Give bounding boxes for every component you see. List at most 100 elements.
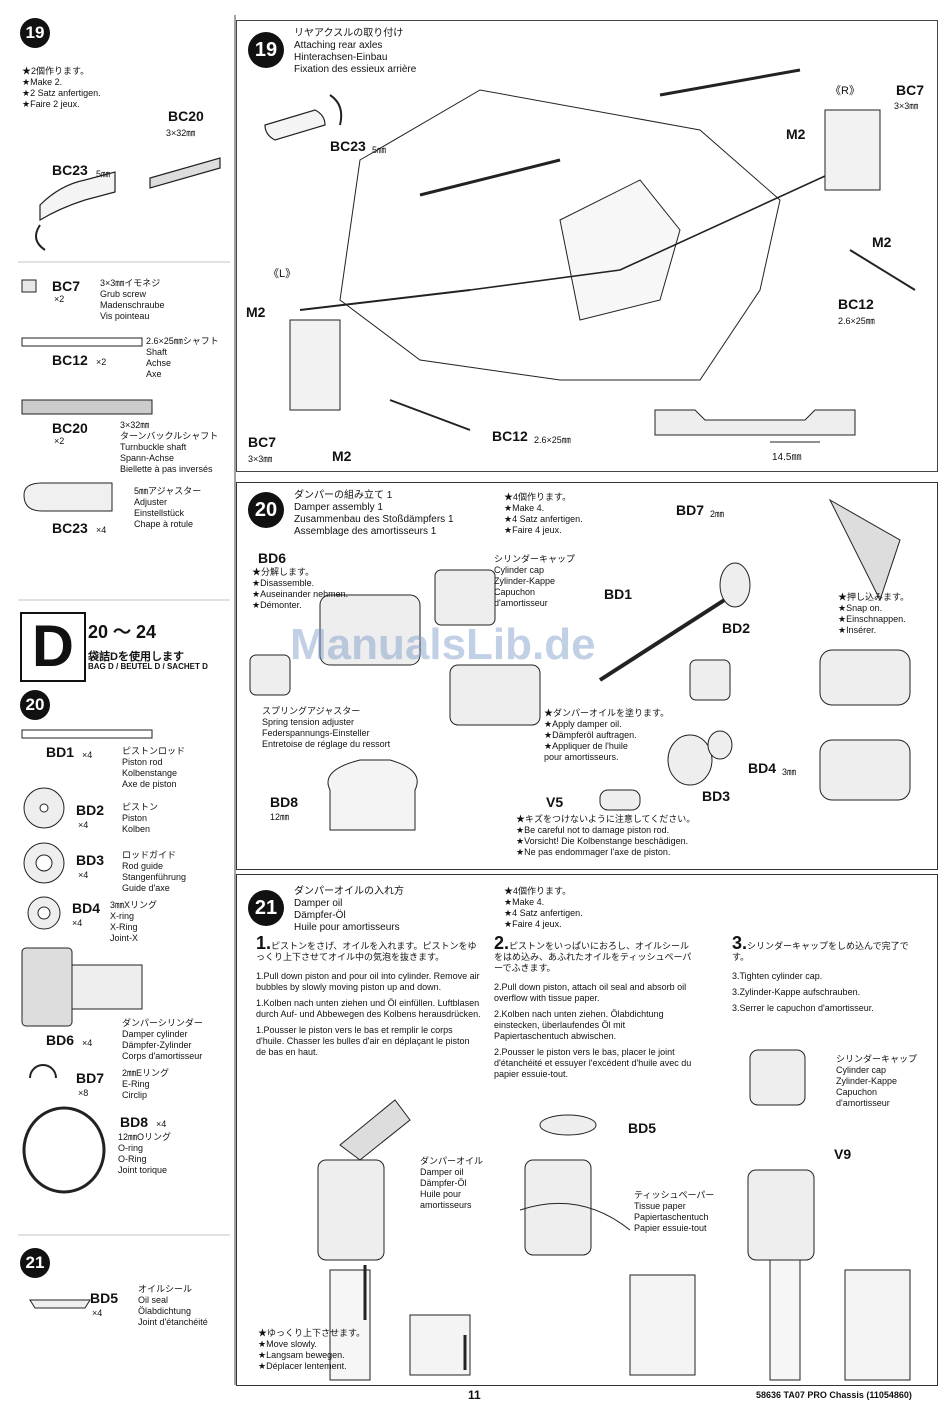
instruction-fr: 1.Pousser le piston vers le bas et rempl… (256, 1025, 470, 1057)
bd7-size: 2㎜ (710, 509, 725, 519)
part-bc20: BC20 (52, 420, 88, 436)
part-desc: 3×32㎜ ターンバックルシャフト Turnbuckle shaft Spann… (120, 420, 219, 474)
part-qty: ×4 (72, 918, 83, 928)
m2-label: M2 (332, 448, 352, 464)
instruction-jp: ピストンをいっぱいにおろし、オイルシールをはめ込み、あふれたオイルをティッシュペ… (494, 941, 692, 973)
step-number: 20 (25, 695, 45, 714)
step-number: 21 (25, 1253, 45, 1272)
instruction-de: 2.Kolben nach unten ziehen. Ölabdichtung… (494, 1009, 664, 1041)
spring-adjuster-label: スプリングアジャスター Spring tension adjuster Fede… (262, 706, 391, 749)
part-qty: ×4 (82, 750, 93, 760)
part-desc: 12㎜Oリング O-ring O-Ring Joint torique (118, 1132, 172, 1175)
part-desc: 3㎜Xリング X-ring X-Ring Joint-X (110, 900, 158, 943)
step-20-panel (236, 482, 938, 870)
make-note: ★4個作ります。 ★Make 4. ★4 Satz anfertigen. ★F… (504, 886, 583, 929)
parts-21-marker: 21 (20, 1248, 50, 1278)
step-19-panel (236, 20, 938, 472)
cylinder-cap-label: シリンダーキャップ Cylinder cap Zylinder-Kappe Ca… (836, 1054, 918, 1108)
bd8-size: 12㎜ (270, 812, 290, 822)
part-qty: ×8 (78, 1088, 89, 1098)
bd6-label: BD6 (258, 550, 287, 566)
part-desc: ロッドガイド Rod guide Stangenführung Guide d'… (122, 850, 187, 893)
part-bd4: BD4 (72, 900, 101, 916)
bd1-label: BD1 (604, 586, 633, 602)
move-slowly-note: ★ゆっくり上下させます。 ★Move slowly. ★Langsam bewe… (258, 1328, 366, 1371)
step-19-title: リヤアクスルの取り付け Attaching rear axles Hintera… (294, 28, 417, 75)
bd8-label: BD8 (270, 794, 299, 810)
bc23-size: 5㎜ (96, 169, 111, 179)
bc20-size: 3×32㎜ (166, 128, 196, 138)
step-number: 19 (25, 23, 45, 42)
step-number: 19 (254, 39, 278, 61)
part-qty: ×4 (96, 525, 107, 535)
bc23-label: BC23 (52, 162, 88, 178)
step-number: 20 (254, 499, 278, 521)
bc7-right-label: BC7 (896, 82, 925, 98)
instruction-fr: 3.Serrer le capuchon d'amortisseur. (732, 1003, 874, 1013)
part-qty: ×4 (156, 1119, 167, 1129)
part-bd6: BD6 (46, 1032, 75, 1048)
damper-oil-label: ダンパーオイル Damper oil Dämpfer-Öl Huile pour… (420, 1156, 484, 1210)
instruction-en: 1.Pull down piston and pour oil into cyl… (256, 971, 480, 992)
bd5-label: BD5 (628, 1120, 657, 1136)
bag-d-letter: D (20, 612, 86, 682)
step-number: 21 (254, 897, 278, 919)
parts-20-marker: 20 (20, 690, 50, 720)
v9-label: V9 (834, 1146, 852, 1162)
part-desc: 2.6×25㎜シャフト Shaft Achse Axe (146, 336, 219, 379)
part-bd7: BD7 (76, 1070, 105, 1086)
step-19-panel-marker: 19 (248, 32, 284, 68)
part-bd1: BD1 (46, 744, 75, 760)
instruction-number: 2. (494, 933, 510, 953)
left-side-label: 《L》 (268, 268, 297, 280)
part-bd3: BD3 (76, 852, 105, 868)
part-qty: ×4 (78, 870, 89, 880)
bc20-label: BC20 (168, 108, 204, 124)
part-qty: ×2 (96, 357, 107, 367)
part-qty: ×2 (54, 436, 65, 446)
bc7-left-label: BC7 (248, 434, 277, 450)
bc7-right-size: 3×3㎜ (894, 101, 919, 111)
part-desc: 5㎜アジャスター Adjuster Einstellstück Chape à … (134, 486, 202, 529)
instruction-jp: シリンダーキャップをしめ込んで完了です。 (732, 941, 909, 962)
part-desc: オイルシール Oil seal Ölabdichtung Joint d'éta… (138, 1284, 208, 1327)
bd4-size: 3㎜ (782, 767, 797, 777)
dimension-label: 14.5㎜ (772, 452, 802, 463)
instruction-number: 3. (732, 933, 748, 953)
instruction-jp: ピストンをさげ、オイルを入れます。ピストンをゆっくり上下させてオイル中の気泡を抜… (256, 941, 477, 962)
bag-d-range: 20 ～ 24 (88, 622, 157, 642)
step-21-instruction-2: 2.ピストンをいっぱいにおろし、オイルシールをはめ込み、あふれたオイルをティッシ… (494, 934, 694, 1080)
instruction-fr: 2.Pousser le piston vers le bas, placer … (494, 1047, 692, 1079)
page-number: 11 (468, 1388, 481, 1402)
cylinder-cap-label: シリンダーキャップ Cylinder cap Zylinder-Kappe Ca… (494, 554, 576, 608)
step-21-instruction-3: 3.シリンダーキャップをしめ込んで完了です。 3.Tighten cylinde… (732, 934, 922, 1014)
bd7-label: BD7 (676, 502, 705, 518)
part-qty: ×4 (82, 1038, 93, 1048)
step-21-marker: 21 (248, 890, 284, 926)
part-bd5: BD5 (90, 1290, 119, 1306)
caution-note: ★キズをつけないように注意してください。 ★Be careful not to … (516, 814, 696, 857)
bc12-left-label: BC12 (492, 428, 528, 444)
bc7-left-size: 3×3㎜ (248, 454, 273, 464)
step-20-marker: 20 (248, 492, 284, 528)
step-21-title: ダンパーオイルの入れ方 Damper oil Dämpfer-Öl Huile … (294, 886, 404, 933)
snap-note: ★押し込みます。 ★Snap on. ★Einschnappen. ★Insér… (838, 592, 910, 635)
part-qty: ×4 (78, 820, 89, 830)
instruction-en: 3.Tighten cylinder cap. (732, 971, 823, 981)
part-bc12: BC12 (52, 352, 88, 368)
step-21-instruction-1: 1.ピストンをさげ、オイルを入れます。ピストンをゆっくり上下させてオイル中の気泡… (256, 934, 482, 1058)
part-bc23: BC23 (52, 520, 88, 536)
footer-ref: 58636 TA07 PRO Chassis (11054860) (756, 1390, 912, 1400)
instruction-de: 1.Kolben nach unten ziehen und Öl einfül… (256, 998, 481, 1019)
bc12-right-size: 2.6×25㎜ (838, 316, 875, 326)
part-desc: 2㎜Eリング E-Ring Circlip (122, 1068, 170, 1100)
bd4-label: BD4 (748, 760, 777, 776)
part-desc: 3×3㎜イモネジ Grub screw Madenschraube Vis po… (100, 278, 165, 321)
watermark: ManualsLib.de (290, 620, 596, 669)
instruction-number: 1. (256, 933, 272, 953)
part-bd8: BD8 (120, 1114, 149, 1130)
step-21-panel (236, 874, 938, 1386)
v5-label: V5 (546, 794, 564, 810)
bag-d-jp: 袋詰Dを使用します (88, 651, 184, 663)
